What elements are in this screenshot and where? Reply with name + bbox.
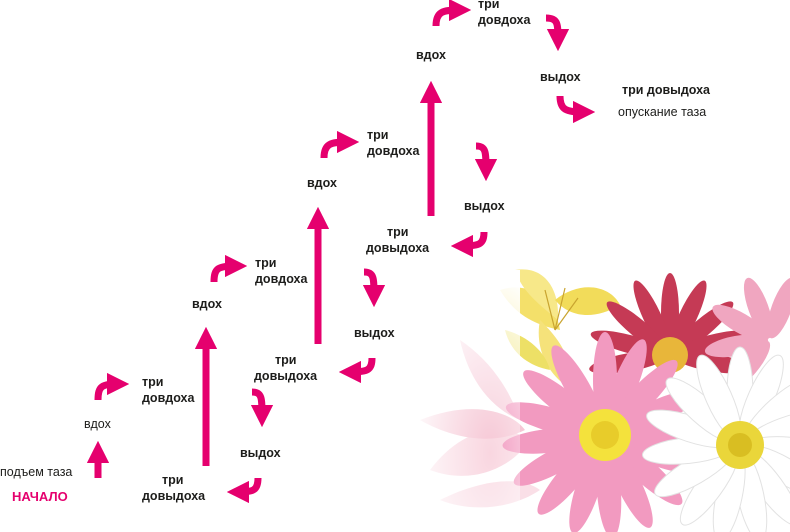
three-exhales-label-1b: довыдоха bbox=[142, 489, 206, 503]
curve-arrow-right-2 bbox=[210, 254, 248, 283]
curve-arrow-down-2 bbox=[362, 268, 386, 308]
curve-arrow-right-4 bbox=[432, 0, 472, 27]
three-inhales-label-4a: три bbox=[478, 0, 500, 11]
three-exhales-label-1a: три bbox=[162, 473, 184, 487]
exhale-label-1: выдох bbox=[240, 446, 281, 460]
curve-arrow-right-5 bbox=[556, 95, 596, 124]
exhale-label-3: выдох bbox=[464, 199, 505, 213]
curve-arrow-left-1 bbox=[226, 477, 262, 504]
curve-arrow-down-1 bbox=[250, 388, 274, 428]
three-inhales-label-3b: довдоха bbox=[367, 144, 420, 158]
final-lower-label: опускание таза bbox=[618, 105, 707, 119]
three-exhales-label-3a: три bbox=[387, 225, 409, 239]
three-inhales-label-3a: три bbox=[367, 128, 389, 142]
curve-arrow-left-3 bbox=[450, 231, 488, 258]
curve-arrow-left-2 bbox=[338, 357, 376, 384]
three-inhales-label-1b: довдоха bbox=[142, 391, 195, 405]
exhale-label-4: выдох bbox=[540, 70, 581, 84]
three-exhales-label-2b: довыдоха bbox=[254, 369, 318, 383]
three-exhales-label-2a: три bbox=[275, 353, 297, 367]
three-inhales-label-2a: три bbox=[255, 256, 277, 270]
curve-arrow-right-3 bbox=[320, 130, 360, 159]
inhale-label-3: вдох bbox=[307, 176, 337, 190]
inhale-label-2: вдох bbox=[192, 297, 222, 311]
final-exhales-label: три довыдоха bbox=[622, 83, 711, 97]
curve-arrow-down-4 bbox=[545, 14, 570, 52]
three-inhales-label-4b: довдоха bbox=[478, 13, 531, 27]
start-highlight-label: НАЧАЛО bbox=[12, 489, 68, 504]
three-exhales-label-3b: довыдоха bbox=[366, 241, 430, 255]
inhale-label-1: вдох bbox=[84, 417, 111, 431]
curve-arrow-down-3 bbox=[474, 142, 498, 182]
inhale-label-4: вдох bbox=[416, 48, 446, 62]
exhale-label-2: выдох bbox=[354, 326, 395, 340]
curve-arrow-right-1 bbox=[94, 372, 130, 401]
three-inhales-label-2b: довдоха bbox=[255, 272, 308, 286]
start-label: подъем таза bbox=[0, 465, 73, 479]
three-inhales-label-1a: три bbox=[142, 375, 164, 389]
